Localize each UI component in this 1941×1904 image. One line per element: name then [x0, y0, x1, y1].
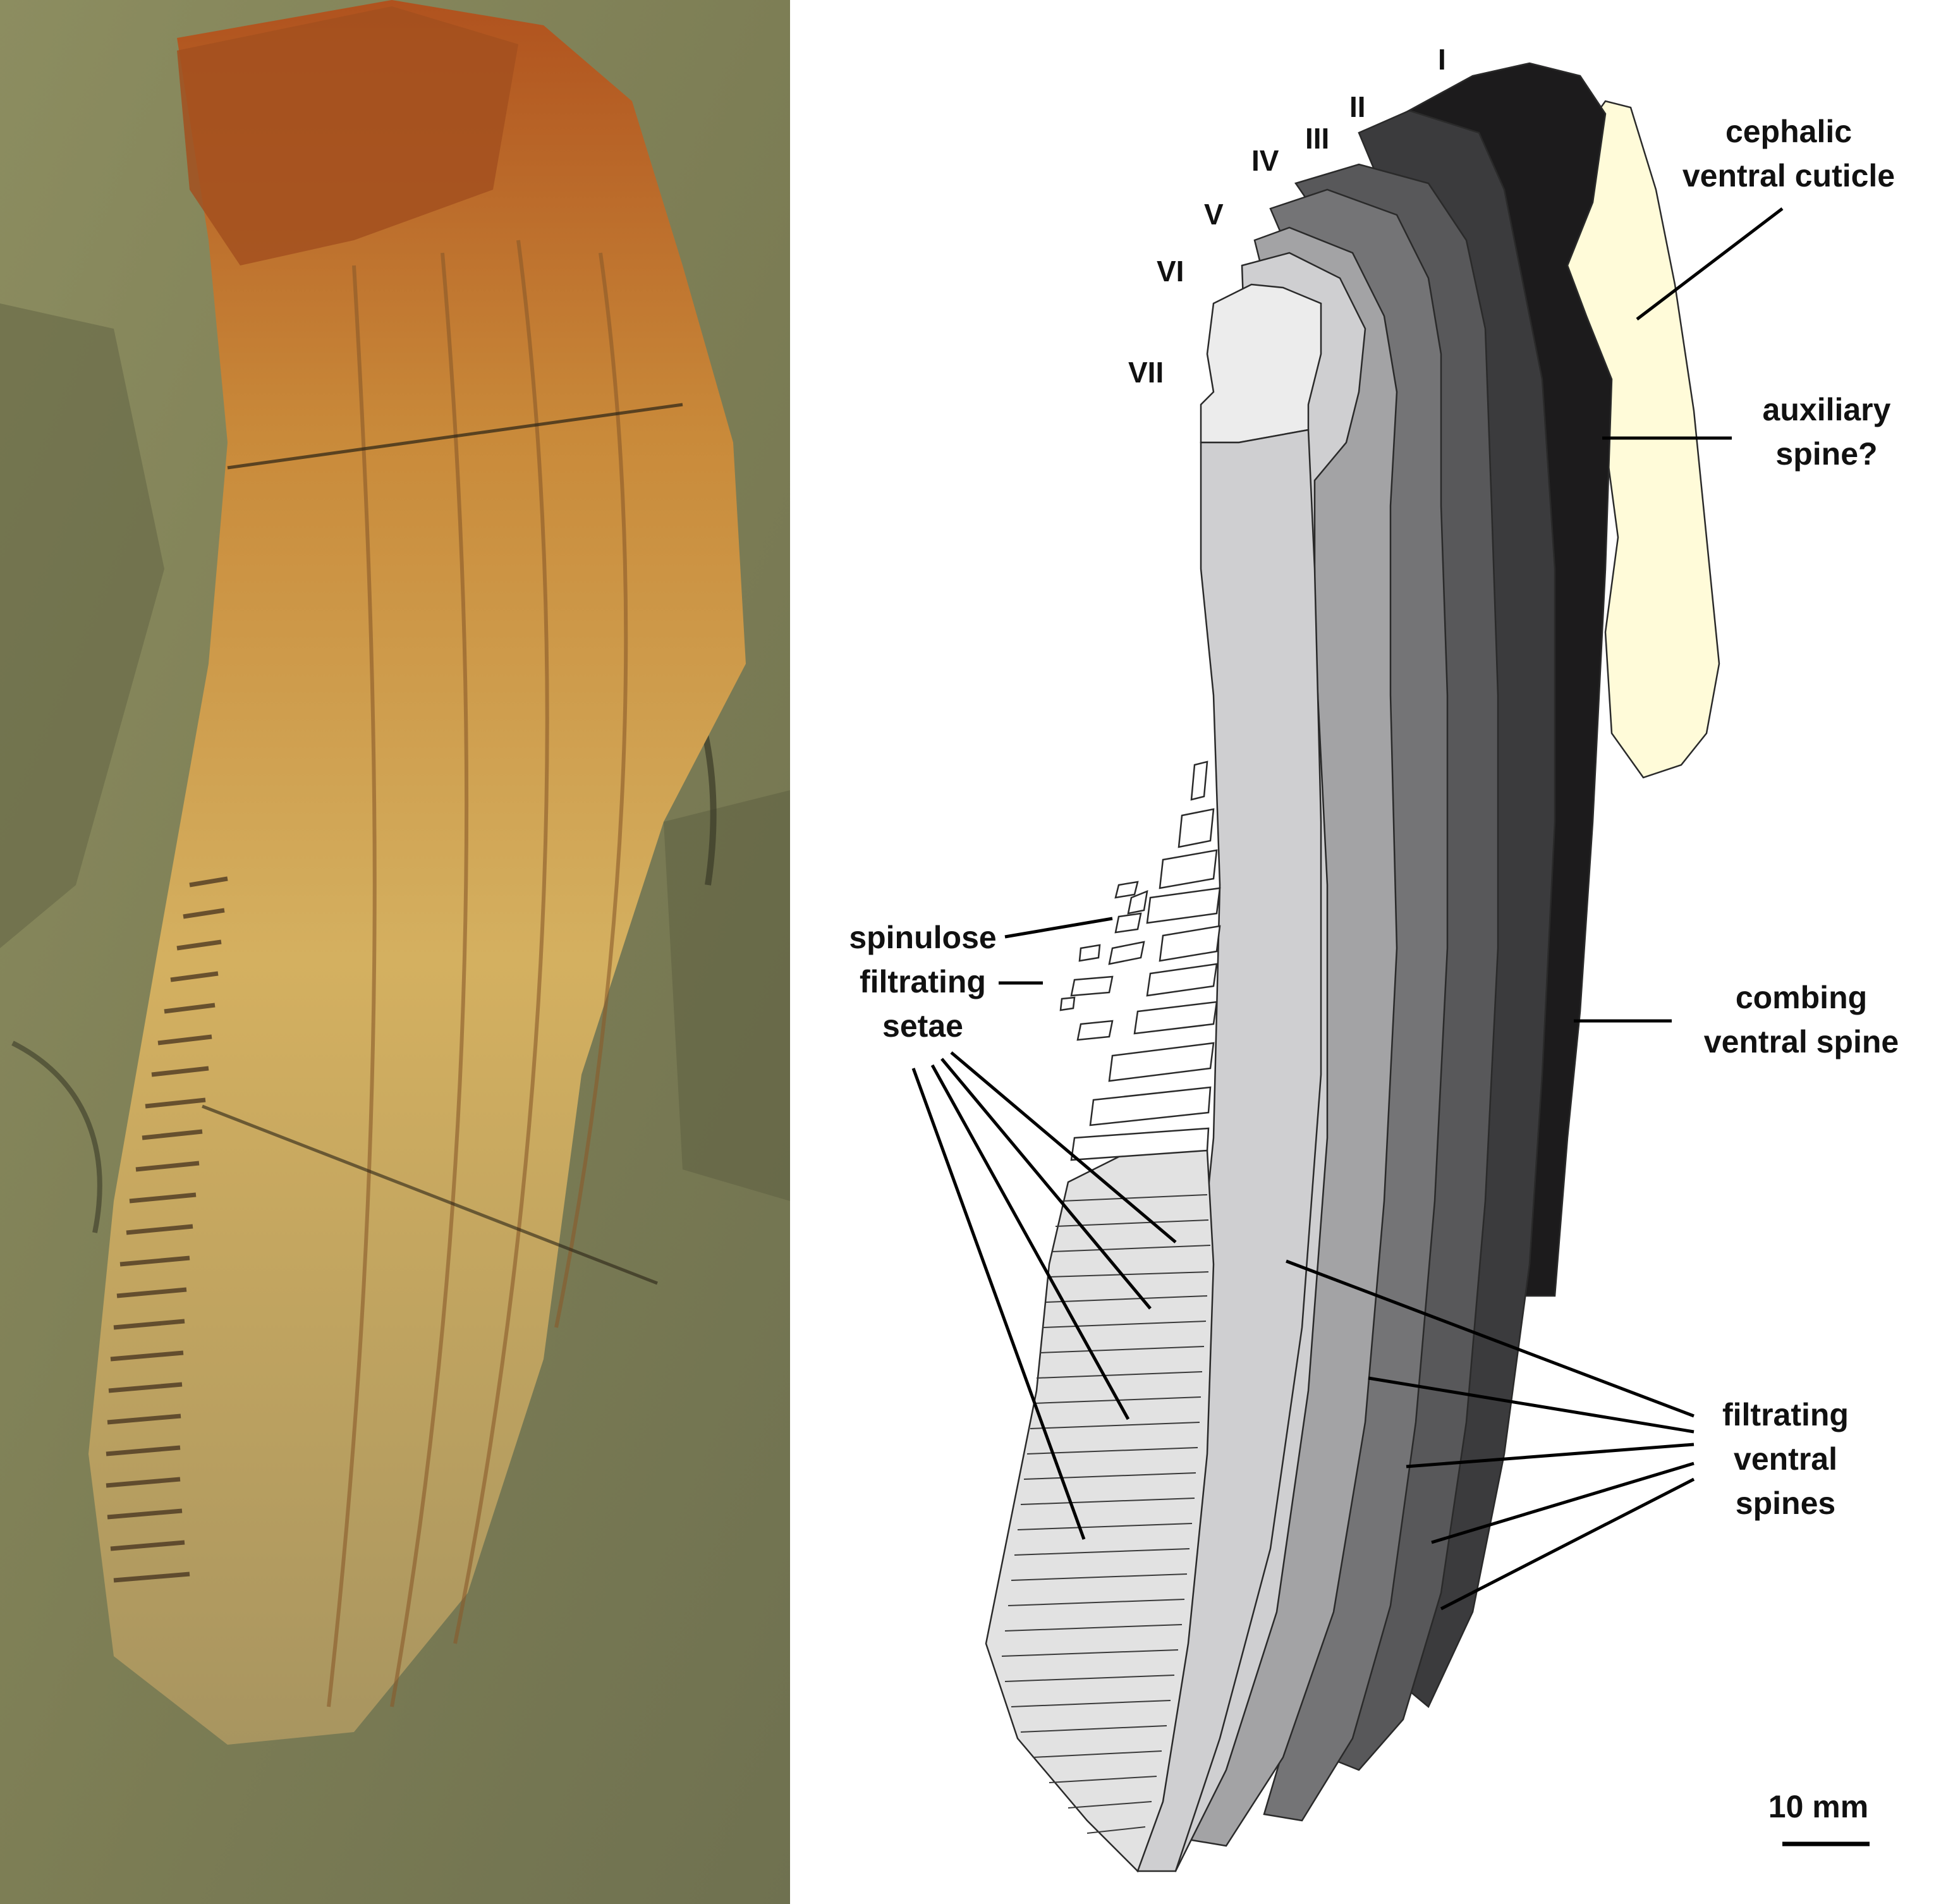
spine-VII [1200, 283, 1322, 444]
spine-VII-body [1136, 429, 1322, 1872]
label-combing-ventral-spine: combing ventral spine [1574, 980, 1899, 1059]
label-line: filtrating [1722, 1397, 1849, 1432]
label-cephalic-ventral-cuticle: cephalic ventral cuticle [1636, 114, 1895, 320]
fossil-crack [202, 1104, 658, 1285]
leader-line [1431, 1462, 1695, 1544]
label-line: ventral [1734, 1441, 1837, 1477]
numeral-V: V [1204, 198, 1224, 231]
scale-bar: 10 mm [1768, 1789, 1870, 1846]
label-line: ventral spine [1704, 1024, 1899, 1059]
leader-line [940, 1058, 1152, 1310]
numeral-III: III [1305, 122, 1329, 155]
label-line: filtrating [860, 964, 986, 999]
spinulose-setae-fragments [1059, 760, 1221, 1161]
numeral-I: I [1438, 43, 1446, 76]
spine-numerals: I II III IV V VI VII [1128, 43, 1446, 389]
label-auxiliary-spine: auxiliary spine? [1602, 392, 1891, 472]
label-line: cephalic [1725, 114, 1852, 149]
leader-line [1286, 1259, 1695, 1418]
scale-bar-label: 10 mm [1768, 1789, 1868, 1824]
setae-lines [1001, 1194, 1211, 1834]
label-line: spines [1736, 1486, 1835, 1521]
fossil-spine-ridges [327, 240, 628, 1707]
interpretive-drawing: I II III IV V VI VII cephalic ventral cu… [849, 43, 1899, 1873]
label-spinulose-filtrating-setae: spinulose filtrating setae [849, 917, 1177, 1540]
leader-line [911, 1068, 1086, 1540]
leader-line [1440, 1477, 1695, 1611]
fossil-body [88, 0, 746, 1745]
label-line: setae [882, 1008, 963, 1044]
label-line: combing [1736, 980, 1867, 1015]
label-line: spinulose [849, 920, 996, 955]
numeral-II: II [1349, 90, 1366, 123]
fossil-head-rust [177, 6, 518, 265]
leader-line [1636, 207, 1784, 320]
label-line: auxiliary [1763, 392, 1891, 427]
leader-line [1004, 917, 1113, 939]
rock-shadow [0, 303, 164, 948]
fossil-photograph [0, 0, 790, 1904]
leader-line [1406, 1443, 1695, 1468]
leader-line [950, 1051, 1177, 1243]
rock-shadow [664, 790, 790, 1201]
leader-line [1368, 1376, 1695, 1434]
fossil-crack [227, 403, 683, 470]
numeral-IV: IV [1251, 144, 1279, 177]
fossil-setae-striations [106, 876, 228, 1583]
numeral-VII: VII [1128, 356, 1164, 389]
label-line: spine? [1775, 436, 1877, 472]
rock-crack [11, 1040, 102, 1233]
numeral-VI: VI [1157, 255, 1184, 288]
label-line: ventral cuticle [1682, 158, 1895, 193]
label-filtrating-ventral-spines: filtrating ventral spines [1286, 1259, 1849, 1611]
leader-line [930, 1064, 1130, 1420]
setae-field [985, 1149, 1215, 1873]
